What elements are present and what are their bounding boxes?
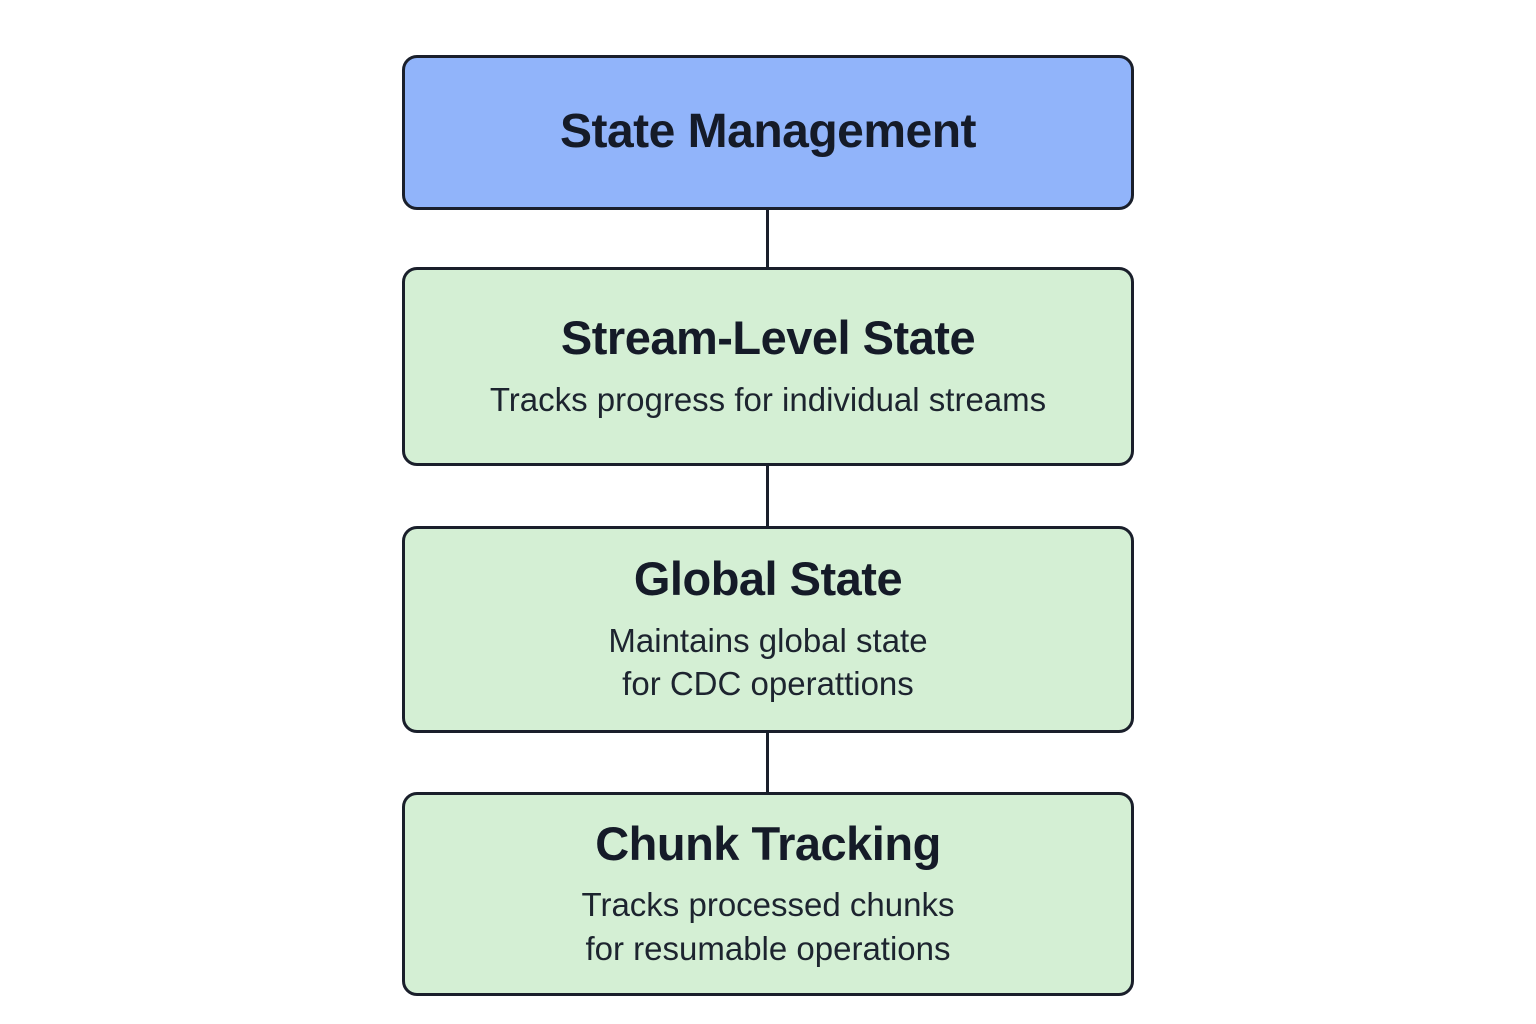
- node-subtitle: Maintains global state for CDC operattio…: [608, 621, 928, 703]
- node-title: Global State: [633, 552, 903, 606]
- node-title: Stream-Level State: [560, 310, 976, 364]
- node-title: State Management: [559, 105, 977, 159]
- connector-state-management-to-stream-level-state: [766, 208, 769, 269]
- node-subtitle: Tracks processed chunks for resumable op…: [581, 886, 955, 967]
- node-state-management[interactable]: State Management: [402, 55, 1134, 210]
- connector-stream-level-state-to-global-state: [766, 464, 769, 528]
- node-chunk-tracking[interactable]: Chunk Tracking Tracks processed chunks f…: [402, 792, 1134, 996]
- node-stream-level-state[interactable]: Stream-Level State Tracks progress for i…: [402, 267, 1134, 466]
- node-title: Chunk Tracking: [595, 816, 941, 870]
- connector-global-state-to-chunk-tracking: [766, 731, 769, 794]
- node-subtitle: Tracks progress for individual streams: [489, 380, 1047, 418]
- node-global-state[interactable]: Global State Maintains global state for …: [402, 526, 1134, 733]
